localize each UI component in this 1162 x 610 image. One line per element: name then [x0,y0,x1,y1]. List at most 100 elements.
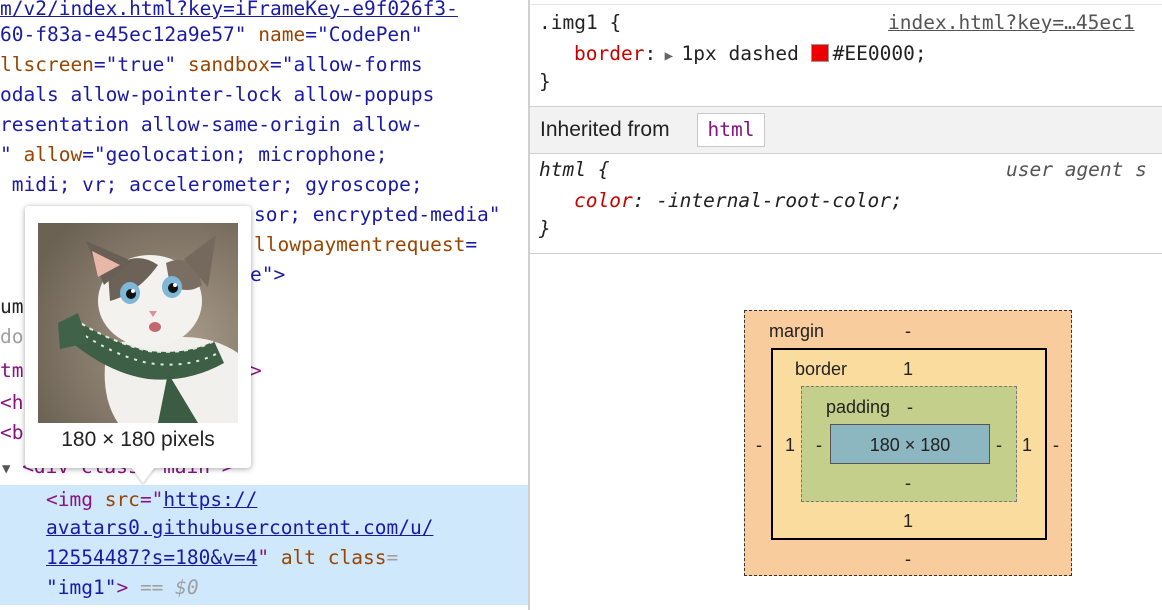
stylesheet-link[interactable]: index.html?key=…45ec1 [888,11,1135,34]
tag-name: <img [46,488,105,511]
image-dimensions-caption: 180 × 180 pixels [61,428,215,451]
attr-value: resentation allow-same-origin allow- [0,113,423,136]
dom-line[interactable]: llscreen="true" sandbox="allow-forms [0,50,423,80]
inherited-label: Inherited from [540,118,670,141]
dom-line[interactable]: <h [0,388,23,418]
selected-dollar-ref: $0 [175,576,199,599]
divider-line [530,153,1162,154]
attr-value: sor; encrypted-media" [254,203,501,226]
attr-name: name [258,23,306,46]
styles-panel[interactable]: .img1 { index.html?key=…45ec1 border: ▶ … [530,0,1162,610]
attr-quote: " [164,53,188,76]
padding-top-value[interactable]: - [907,397,913,417]
dom-line[interactable]: 60-f83a-e45ec12a9e57" name="CodePen" [0,20,423,50]
border-label: border [795,359,848,379]
divider-line [530,4,1162,5]
attr-quote: " [410,23,423,46]
attr-name: src [104,488,140,511]
property-name[interactable]: border [574,42,645,65]
inherited-from-html-link[interactable]: html [697,113,765,147]
img-src-link[interactable]: avatars0.githubusercontent.com/u/ [46,516,434,539]
attr-value: midi; vr; accelerometer; gyroscope; [0,173,423,196]
padding-left-value[interactable]: - [816,435,822,455]
brace: } [539,70,551,93]
attr-quote: " [257,546,281,569]
attr-eq: =" [270,53,294,76]
semicolon: ; [914,42,927,65]
space [316,546,328,569]
color-value[interactable]: #EE0000 [832,42,915,65]
attr-value: odals allow-pointer-lock allow-popups [0,83,435,106]
border-right-value[interactable]: 1 [1022,435,1033,455]
margin-bottom-value[interactable]: - [905,549,911,569]
dom-line[interactable]: > [250,356,262,386]
border-left-value[interactable]: 1 [785,435,796,455]
margin-left-value[interactable]: - [756,435,762,455]
dom-line[interactable]: odals allow-pointer-lock allow-popups [0,80,434,110]
margin-label: margin [769,321,825,341]
dom-line[interactable]: do [0,322,23,352]
attr-name: class [327,546,387,569]
colon: : [644,42,657,65]
expand-triangle-icon[interactable]: ▼ [2,461,11,477]
css-rule-selector[interactable]: .img1 { [539,8,621,38]
text-node: do [0,325,24,348]
tag-name: <b [0,421,24,444]
dom-line-img[interactable]: <img src="https:// [46,485,257,515]
dom-line[interactable]: um [0,292,23,322]
dom-line-img[interactable]: avatars0.githubusercontent.com/u/ [46,513,433,543]
box-model-content[interactable] [830,424,990,464]
dom-line-img[interactable]: 12554487?s=180&v=4" alt class= [46,543,398,573]
attr-value: true [117,53,165,76]
margin-right-value[interactable]: - [1053,435,1059,455]
margin-top-value[interactable]: - [905,321,911,341]
inherited-section-header [530,107,1162,153]
selected-dom-node[interactable] [0,485,528,605]
cat-photo-icon [38,223,238,423]
divider-line [530,253,1162,254]
tooltip-pointer [131,467,155,483]
img-src-link[interactable]: https:// [163,488,258,511]
colon: : [632,189,657,212]
css-declaration[interactable]: color: -internal-root-color; [574,186,903,216]
dom-line[interactable]: e"> [250,260,285,290]
attr-name: sandbox [187,53,271,76]
dom-line[interactable]: sor; encrypted-media" [254,200,501,230]
dom-line-img[interactable]: "img1"> == $0 [46,573,199,603]
padding-right-value[interactable]: - [996,435,1002,455]
attr-value: 60-f83a-e45ec12a9e57" [0,23,259,46]
padding-label: padding [826,397,891,417]
image-preview-tooltip: 180 × 180 pixels [25,206,251,468]
attr-value: geolocation; microphone; [105,143,388,166]
attr-name: llscreen [0,53,94,76]
selector-text: html { [539,158,610,181]
attr-quote: " [0,143,24,166]
dom-line[interactable]: tm [0,356,23,386]
padding-bottom-value[interactable]: - [905,473,911,493]
iframe-src-link[interactable]: m/v2/index.html?key=iFrameKey-e9f026f3- [0,0,458,20]
border-top-value[interactable]: 1 [903,359,914,379]
property-value[interactable]: 1px dashed [681,42,811,65]
dom-line[interactable]: resentation allow-same-origin allow- [0,110,423,140]
dom-line[interactable]: m/v2/index.html?key=iFrameKey-e9f026f3- [0,0,458,24]
color-swatch[interactable] [810,44,829,62]
elements-panel[interactable]: m/v2/index.html?key=iFrameKey-e9f026f3- … [0,0,528,610]
dom-line[interactable]: midi; vr; accelerometer; gyroscope; [0,170,423,200]
dom-line[interactable]: llowpaymentrequest= [254,230,477,260]
css-rule-selector[interactable]: html { [539,155,609,185]
panel-divider[interactable] [528,0,530,610]
dom-line[interactable]: " allow="geolocation; microphone; [0,140,387,170]
attr-eq: = [386,546,399,569]
css-rule-source[interactable]: index.html?key=…45ec1 [888,8,1135,38]
tag-name: <h [0,391,24,414]
content-size-value[interactable]: 180 × 180 [869,435,951,455]
dom-line[interactable]: <b [0,418,23,448]
divider-line [530,106,1162,107]
css-rule-close: } [539,67,551,97]
expand-triangle-icon[interactable]: ▶ [656,48,682,64]
img-src-link[interactable]: 12554487?s=180&v=4 [46,546,258,569]
border-bottom-value[interactable]: 1 [903,511,914,531]
cat-image-preview [38,223,238,423]
css-declaration[interactable]: border: ▶ 1px dashed #EE0000; [574,39,927,69]
attr-value: allow-forms [293,53,423,76]
